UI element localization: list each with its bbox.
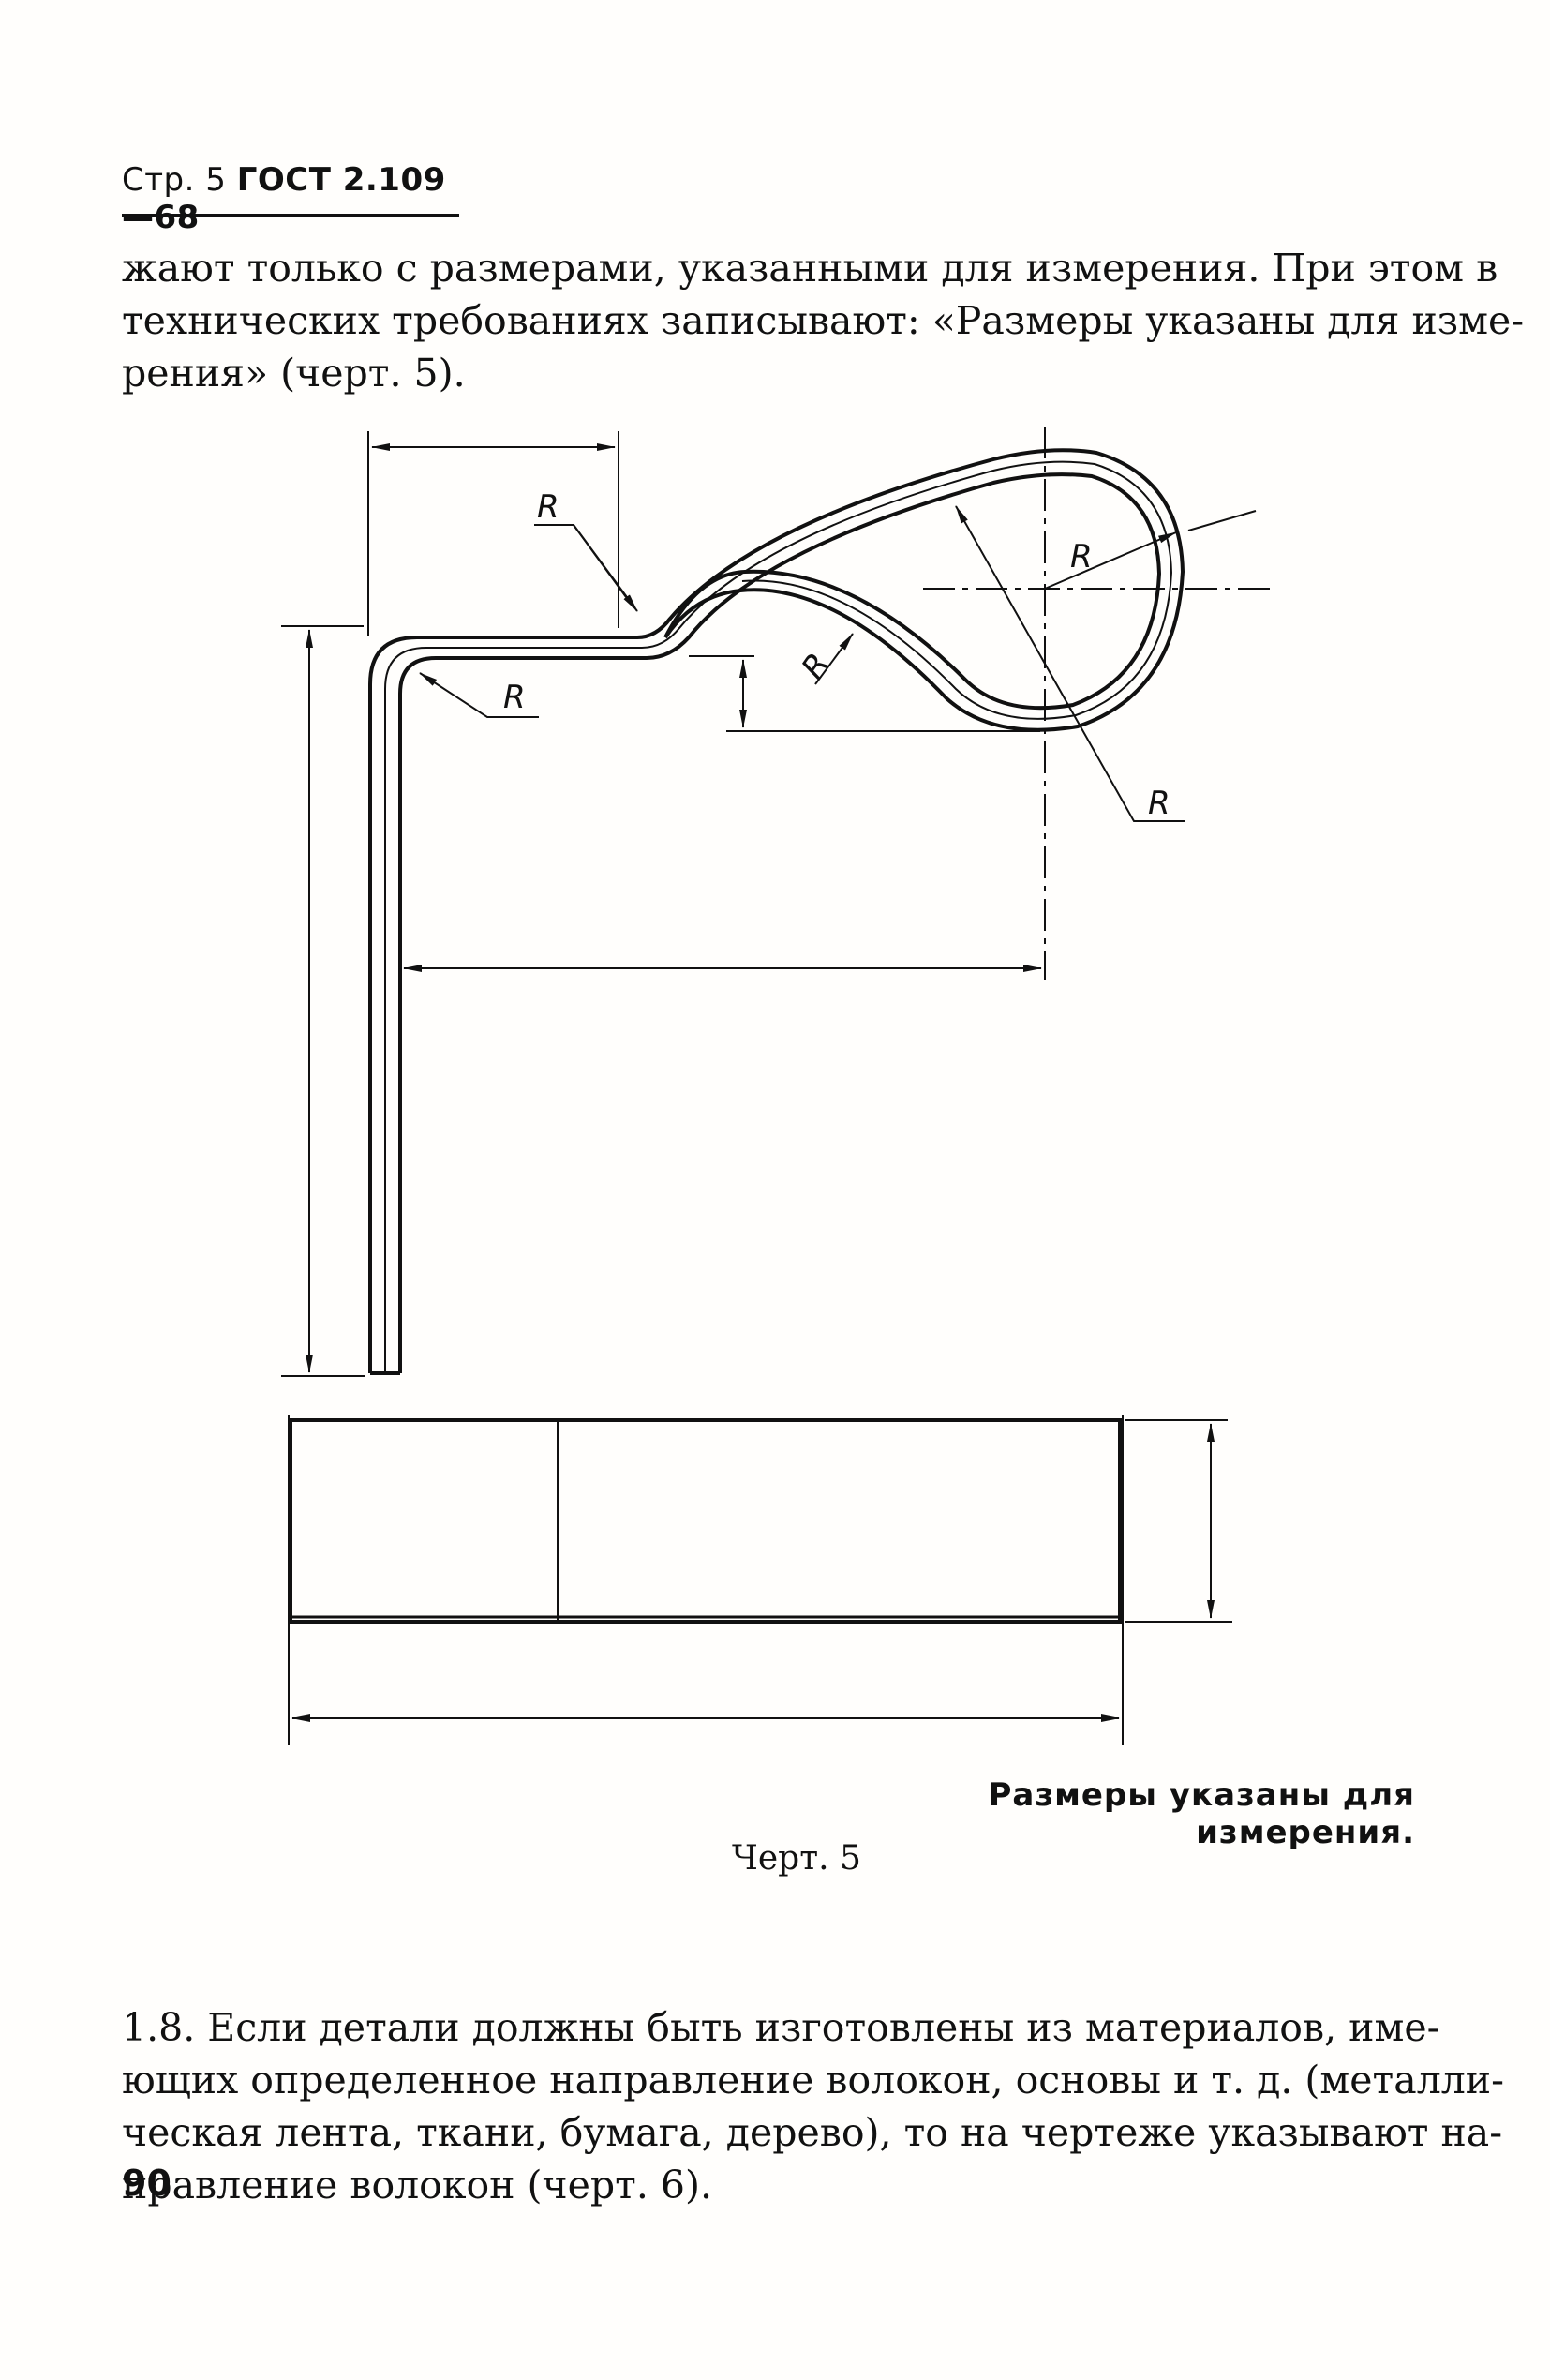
extension-lines	[281, 431, 1232, 1745]
paragraph-bottom: 1.8. Если детали должны быть изготовлены…	[122, 2001, 1504, 2211]
paragraph-top-line: жают только с размерами, указанными для …	[122, 246, 1498, 291]
radius-leader-bend	[419, 672, 539, 718]
part-outline-outer	[368, 448, 1185, 1373]
center-lines	[923, 427, 1270, 965]
radius-label: R	[537, 488, 559, 526]
page-number: 90	[122, 2163, 171, 2204]
dimensions-note: Размеры указаны для измерения.	[988, 1776, 1415, 1851]
paragraph-top-line: рения» (черт. 5).	[122, 351, 466, 396]
radius-label: R	[1148, 785, 1170, 822]
part-outline-inner	[398, 472, 1162, 1373]
radius-leader-large	[955, 505, 1185, 822]
radius-leader-loop	[1044, 531, 1177, 590]
paragraph-bottom-line: ческая лента, ткани, бумага, дерево), то…	[122, 2110, 1503, 2155]
part-center-stroke	[384, 460, 1173, 1373]
radius-leader-top-arrow	[573, 524, 638, 612]
radius-label: R	[795, 647, 838, 686]
paragraph-top: жают только с размерами, указанными для …	[122, 242, 1525, 399]
strip-plan-view	[289, 1418, 1122, 1624]
radius-leader-inner	[814, 633, 854, 685]
part-profile	[368, 448, 1185, 1375]
radius-label: R	[1070, 538, 1093, 576]
radius-leaders	[419, 505, 1257, 822]
header-page-label: Стр. 5	[122, 161, 227, 199]
figure-caption: Черт. 5	[732, 1839, 861, 1878]
paragraph-top-line: технических требованиях записывают: «Раз…	[122, 298, 1525, 343]
strip-outline	[289, 1418, 1122, 1624]
paragraph-bottom-line: ющих определенное направление волокон, о…	[122, 2058, 1504, 2103]
dimension-lines	[291, 443, 1215, 1722]
paragraph-bottom-line: правление волокон (черт. 6).	[122, 2163, 712, 2208]
paragraph-bottom-line: 1.8. Если детали должны быть изготовлены…	[122, 2005, 1440, 2050]
radius-label: R	[503, 679, 526, 716]
page-header: Стр. 5 ГОСТ 2.109—68	[122, 161, 459, 236]
radius-leader-loop-tail	[1187, 510, 1257, 531]
header-standard-number: ГОСТ 2.109—68	[122, 161, 446, 236]
